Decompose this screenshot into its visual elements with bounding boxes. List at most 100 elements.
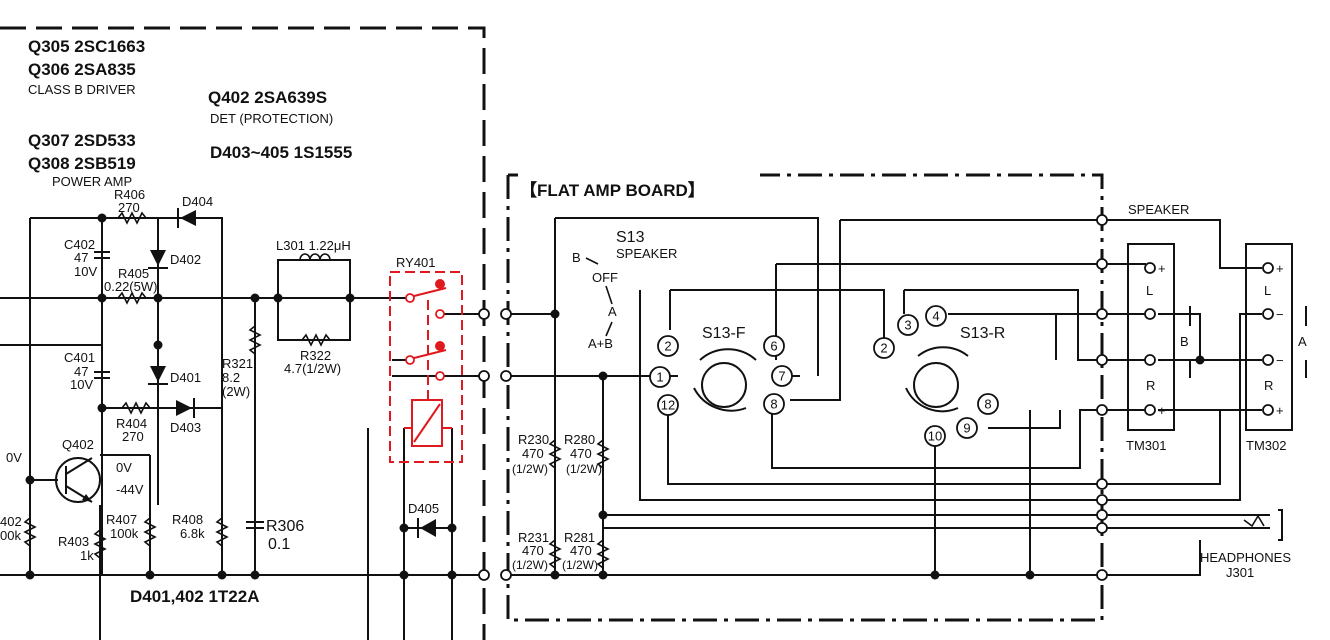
inductor-l301: L301 1.22μH [276,238,351,261]
svg-text:S13-R: S13-R [960,325,1005,342]
svg-text:S13: S13 [616,229,645,246]
diode-d405: D405 [408,501,439,538]
transistor-notes: Q305 2SC1663 Q306 2SA835 CLASS B DRIVER … [28,37,352,606]
q306-label: Q306 2SA835 [28,60,136,79]
diode-d401: D401 [148,366,201,385]
svg-text:Q402: Q402 [62,437,94,452]
s13-legend: S13 SPEAKER B OFF A A+B [572,229,677,351]
svg-text:L: L [1264,283,1271,298]
svg-text:R280: R280 [564,432,595,447]
svg-text:R230: R230 [518,432,549,447]
svg-text:R: R [1264,378,1273,393]
switch-pins: 1 2 6 7 8 12 2 3 4 8 9 10 [649,305,999,447]
svg-text:0V: 0V [116,460,132,475]
svg-text:4.7(1/2W): 4.7(1/2W) [284,361,341,376]
svg-text:B: B [1180,334,1189,349]
power-amp-label: POWER AMP [52,174,132,189]
left-junction-dots [25,213,457,580]
diodes-note: D403~405 1S1555 [210,143,352,162]
svg-text:L: L [1146,283,1153,298]
svg-text:TM301: TM301 [1126,438,1166,453]
diode-d404: D404 [177,194,213,228]
svg-text:C402: C402 [64,237,95,252]
bottom-diode-note: D401,402 1T22A [130,587,259,606]
transistor-q402: Q402 0V 0V -44V [6,437,144,503]
driver-class-label: CLASS B DRIVER [28,82,136,97]
svg-text:R408: R408 [172,512,203,527]
svg-text:+: + [1276,261,1284,276]
svg-text:−: − [1158,307,1166,322]
terminal-tm301: + − − + L R TM301 B [1126,243,1191,453]
resistor-r403: R403 1k [58,529,107,563]
svg-text:(1/2W): (1/2W) [562,558,598,572]
resistor-r408: R408 6.8k [172,512,229,547]
svg-text:8.2: 8.2 [222,370,240,385]
svg-text:8: 8 [984,397,991,412]
svg-text:R: R [1146,378,1155,393]
resistor-r404: R404 270 [116,401,151,444]
svg-text:470: 470 [570,543,592,558]
svg-text:−: − [1158,353,1166,368]
svg-text:SPEAKER: SPEAKER [616,246,677,261]
svg-text:C401: C401 [64,350,95,365]
svg-text:270: 270 [118,200,140,215]
svg-text:270: 270 [122,429,144,444]
diode-d403: D403 [102,398,222,435]
svg-text:12: 12 [661,398,675,413]
svg-text:+: + [1158,261,1166,276]
flat-amp-dots [550,309,1035,580]
svg-text:6: 6 [770,339,777,354]
svg-text:D402: D402 [170,252,201,267]
svg-text:4: 4 [932,309,939,324]
speaker-label: SPEAKER [1128,202,1189,217]
resistor-r230: R230 470 (1/2W) [512,432,562,476]
q402-note: Q402 2SA639S [208,88,327,107]
resistor-r306: R306 0.1 [246,518,304,553]
resistor-r322: R322 4.7(1/2W) [284,333,341,376]
svg-text:10: 10 [928,429,942,444]
svg-text:+: + [1276,403,1284,418]
svg-text:TM302: TM302 [1246,438,1286,453]
svg-text:470: 470 [522,446,544,461]
svg-text:9: 9 [963,421,970,436]
right-wires [1107,219,1283,576]
svg-text:D403: D403 [170,420,201,435]
svg-text:10V: 10V [74,264,97,279]
svg-text:R405: R405 [118,266,149,281]
svg-text:(1/2W): (1/2W) [566,462,602,476]
svg-text:D405: D405 [408,501,439,516]
svg-text:A: A [608,304,617,319]
switch-s13-f: S13-F [693,325,757,412]
svg-text:2: 2 [880,341,887,356]
svg-text:47: 47 [74,364,88,379]
det-label: DET (PROTECTION) [210,111,333,126]
q307-label: Q307 2SD533 [28,131,136,150]
svg-text:HEADPHONES: HEADPHONES [1200,550,1291,565]
resistor-r402: 402 00k [0,514,37,547]
svg-text:00k: 00k [0,528,21,543]
svg-text:A+B: A+B [588,336,613,351]
svg-text:R306: R306 [266,518,304,535]
svg-text:+: + [1158,403,1166,418]
resistor-r321: R321 8.2 (2W) [222,325,262,399]
svg-text:R407: R407 [106,512,137,527]
svg-text:0.22(5W): 0.22(5W) [104,279,157,294]
svg-text:3: 3 [904,318,911,333]
main-board-border [0,26,486,640]
svg-text:470: 470 [570,446,592,461]
capacitor-c402: C402 47 10V [64,237,110,279]
capacitor-c401: C401 47 10V [64,350,110,392]
svg-text:B: B [572,250,581,265]
q305-label: Q305 2SC1663 [28,37,145,56]
svg-text:−: − [1276,353,1284,368]
svg-text:470: 470 [522,543,544,558]
svg-text:J301: J301 [1226,565,1254,580]
svg-text:10V: 10V [70,377,93,392]
svg-text:OFF: OFF [592,270,618,285]
svg-text:D404: D404 [182,194,213,209]
svg-text:0.1: 0.1 [268,536,290,553]
svg-text:R231: R231 [518,530,549,545]
relay-ry401: RY401 [389,255,463,463]
svg-text:A: A [1298,334,1307,349]
